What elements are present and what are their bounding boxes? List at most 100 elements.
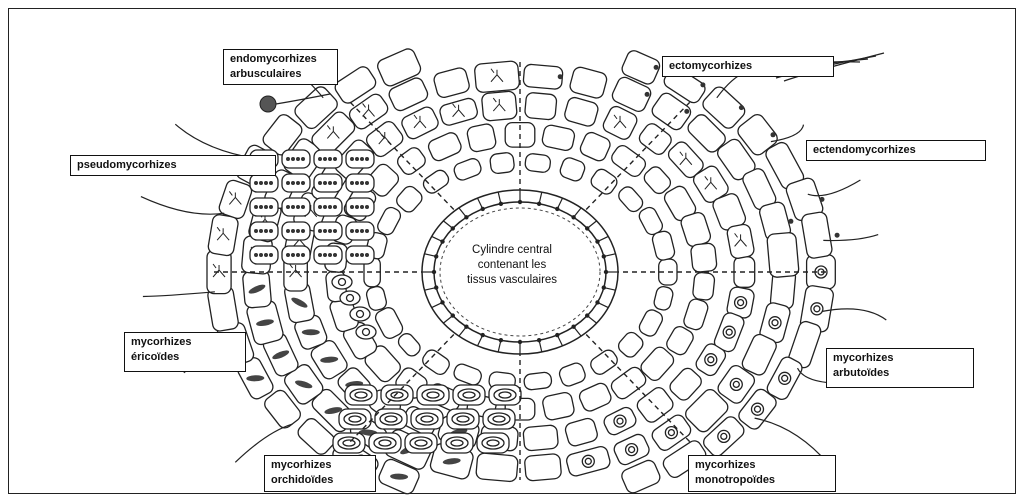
cortex-cell [438, 97, 479, 127]
dot [259, 181, 263, 185]
dot [350, 205, 354, 209]
dot [296, 253, 300, 257]
dot [291, 229, 295, 233]
hartig-dot [700, 82, 705, 87]
cortex-cell [801, 211, 833, 259]
cell-fungal-structure [739, 105, 744, 110]
cortex-cell [523, 64, 563, 90]
dot [355, 229, 359, 233]
cortex-cell [489, 152, 514, 174]
cortex-cell [667, 366, 704, 403]
dot [328, 229, 332, 233]
dot [264, 205, 268, 209]
cortex-cell [767, 232, 800, 278]
casparian-dot [537, 202, 541, 206]
dot [254, 253, 258, 257]
hartig-dot [645, 92, 650, 97]
dot [360, 157, 364, 161]
cortex-cell [466, 123, 497, 153]
dot [259, 205, 263, 209]
hartig-dot [771, 132, 776, 137]
dot [360, 229, 364, 233]
dot [291, 205, 295, 209]
cortex-cell [396, 331, 423, 359]
dot [365, 181, 369, 185]
casparian-dot [481, 333, 485, 337]
dot [323, 229, 327, 233]
cell-fungal-structure [302, 329, 320, 335]
cortex-cell [807, 255, 836, 289]
casparian-dot [499, 202, 503, 206]
dot [350, 157, 354, 161]
cortex-cell [421, 168, 451, 196]
dot [323, 205, 327, 209]
cortex-cell [217, 178, 253, 220]
cell-fungal-structure [558, 74, 563, 79]
casparian-dot [451, 313, 455, 317]
ericoid-cell [332, 275, 352, 289]
cortex-cell [452, 157, 483, 182]
dot [291, 181, 295, 185]
cortex-cell [558, 361, 588, 388]
dot [269, 181, 273, 185]
dot [323, 181, 327, 185]
casparian-dot [464, 215, 468, 219]
cortex-cell [651, 230, 676, 262]
dot [269, 205, 273, 209]
dot [333, 157, 337, 161]
dot [355, 205, 359, 209]
cortex-cell [588, 167, 619, 197]
dot [286, 253, 290, 257]
cortex-cell [588, 347, 620, 377]
dot [350, 181, 354, 185]
cortex-cell [565, 445, 611, 477]
casparian-dot [602, 285, 606, 289]
dot [360, 181, 364, 185]
hartig-dot [558, 74, 563, 79]
hypha [141, 197, 224, 215]
dot [318, 205, 322, 209]
cortex-cell [653, 285, 675, 311]
dot [365, 229, 369, 233]
label-ectendomycorhizes: ectendomycorhizes [806, 140, 986, 161]
cortex-cell [541, 124, 576, 152]
ericoid-cell [356, 325, 376, 339]
spore [260, 96, 276, 112]
dot [318, 253, 322, 257]
casparian-dot [440, 300, 444, 304]
casparian-dot [602, 254, 606, 258]
casparian-dot [604, 270, 608, 274]
cell-fungal-structure [700, 82, 705, 87]
ericoid-cell [340, 291, 360, 305]
dot [301, 229, 305, 233]
cell-fungal-structure [820, 197, 825, 202]
cortex-cell [373, 305, 405, 341]
hartig-dot [684, 109, 689, 114]
cortex-cell [726, 223, 755, 259]
casparian-dot [499, 338, 503, 342]
hartig-dot [835, 233, 840, 238]
cortex-cell [542, 391, 576, 421]
dot [333, 205, 337, 209]
dot [264, 229, 268, 233]
cortex-cell [569, 66, 609, 100]
cortex-cell [523, 372, 552, 391]
dot [333, 253, 337, 257]
label-endomycorhizes-arbusculaires: endomycorhizes arbusculaires [223, 49, 338, 85]
label-mycorhizes-ericoides: mycorhizes éricoïdes [124, 332, 246, 372]
cortex-cell [420, 347, 452, 377]
dot [328, 205, 332, 209]
cortex-cell [577, 381, 613, 413]
dot [365, 253, 369, 257]
dot [254, 181, 258, 185]
cortex-cell [426, 131, 463, 163]
dot [333, 229, 337, 233]
cortex-cell [637, 307, 665, 338]
cortex-cell [524, 92, 557, 120]
dot [291, 253, 295, 257]
cell-fungal-structure [654, 65, 659, 70]
central-cylinder-label: Cylindre central contenant les tissus va… [432, 243, 592, 288]
dot [318, 181, 322, 185]
cortex-cell [400, 105, 441, 141]
cortex-cell [602, 405, 638, 437]
